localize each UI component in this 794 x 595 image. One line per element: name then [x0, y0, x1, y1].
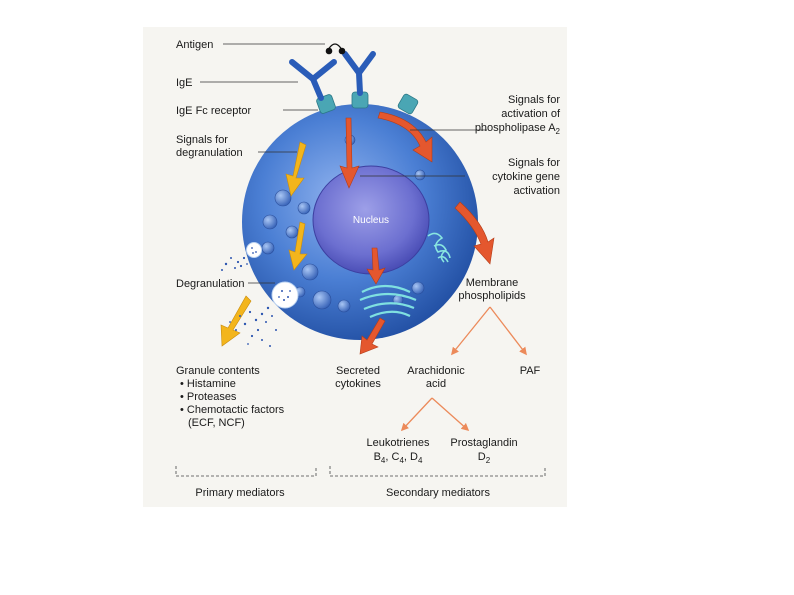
yellow-arrow	[288, 221, 308, 271]
releasing-granule	[246, 242, 262, 258]
endoplasmic-reticulum	[427, 232, 451, 263]
signals-phospholipase-label-line2: activation of	[501, 108, 561, 120]
signals-phospholipase-label-line1: Signals for	[508, 94, 560, 106]
granule	[312, 290, 332, 310]
ige-fc-receptor	[397, 93, 419, 115]
labels: Antigen IgE IgE Fc receptor Signals for …	[176, 39, 561, 465]
granule	[274, 189, 292, 207]
to-arachidonic-acid	[451, 306, 491, 356]
ige-antibody	[342, 51, 376, 96]
signals-cytokine-label-line2: cytokine gene	[492, 171, 560, 183]
granule	[285, 225, 299, 239]
chemotactic-factors-label: • Chemotactic factors	[180, 404, 285, 416]
histamine-label: • Histamine	[180, 378, 236, 390]
prostaglandin-label: Prostaglandin	[450, 437, 517, 449]
granule	[262, 214, 278, 230]
proteases-label: • Proteases	[180, 391, 237, 403]
secreted-cytokines-label-line1: Secreted	[336, 365, 380, 377]
membrane-phospholipids-label-line1: Membrane	[466, 277, 519, 289]
arachidonic-acid-label-line1: Arachidonic	[407, 365, 465, 377]
signals-cytokine-label-line3: activation	[514, 185, 560, 197]
ige-antibodies	[289, 51, 376, 101]
secondary-mediators-label: Secondary mediators	[386, 487, 490, 499]
signals-cytokine-label-line1: Signals for	[508, 157, 560, 169]
signals-degranulation-label-line1: Signals for	[176, 134, 228, 146]
red-arrow	[366, 247, 386, 285]
paf-label: PAF	[520, 365, 541, 377]
nucleus-label: Nucleus	[353, 215, 389, 226]
leader-lines	[200, 43, 487, 284]
degranulation-release	[221, 242, 299, 347]
to-leukotrienes	[400, 397, 433, 432]
degranulation-signal-arrows	[220, 141, 308, 347]
red-arrow	[359, 317, 386, 355]
secondary-mediators-bracket	[329, 466, 546, 477]
granule	[411, 281, 425, 295]
mast-cell: Nucleus	[242, 104, 478, 340]
antigen	[325, 43, 346, 55]
yellow-arrow	[285, 141, 307, 197]
arachidonic-acid-label-line2: acid	[426, 378, 446, 390]
granule	[261, 241, 275, 255]
primary-mediators-bracket	[175, 466, 317, 477]
activation-signal-arrows	[339, 111, 495, 355]
leukotriene-subtypes-label: B4, C4, D4	[374, 451, 423, 465]
ecf-ncf-label: (ECF, NCF)	[188, 417, 245, 429]
antigen-bead	[338, 47, 346, 55]
red-arrow	[454, 201, 495, 265]
secreted-cytokines-label-line2: cytokines	[335, 378, 381, 390]
ige-antibody	[289, 59, 337, 101]
granule-contents-label: Granule contents	[176, 365, 260, 377]
granule	[297, 201, 311, 215]
ige-label: IgE	[176, 77, 193, 89]
prostaglandin-d2-label: D2	[478, 451, 491, 465]
lipid-pathway-lines	[400, 306, 527, 432]
yellow-arrow	[220, 295, 252, 347]
ige-fc-receptor-label: IgE Fc receptor	[176, 105, 252, 117]
to-paf	[489, 306, 527, 356]
releasing-granule	[271, 281, 299, 309]
signals-phospholipase-label-line3: phospholipase A2	[475, 122, 561, 136]
to-prostaglandin	[431, 397, 470, 432]
degranulation-label: Degranulation	[176, 278, 245, 290]
red-arrow	[339, 117, 360, 189]
primary-mediators-label: Primary mediators	[195, 487, 285, 499]
antigen-label: Antigen	[176, 39, 213, 51]
granule	[337, 299, 351, 313]
membrane-phospholipids-label-line2: phospholipids	[458, 290, 526, 302]
golgi-apparatus	[359, 284, 417, 319]
antigen-bead	[325, 47, 333, 55]
red-arrow	[377, 111, 433, 163]
granule	[414, 169, 426, 181]
mediator-brackets	[175, 466, 546, 477]
granule	[301, 263, 319, 281]
leukotrienes-label: Leukotrienes	[367, 437, 430, 449]
signals-degranulation-label-line2: degranulation	[176, 147, 243, 159]
